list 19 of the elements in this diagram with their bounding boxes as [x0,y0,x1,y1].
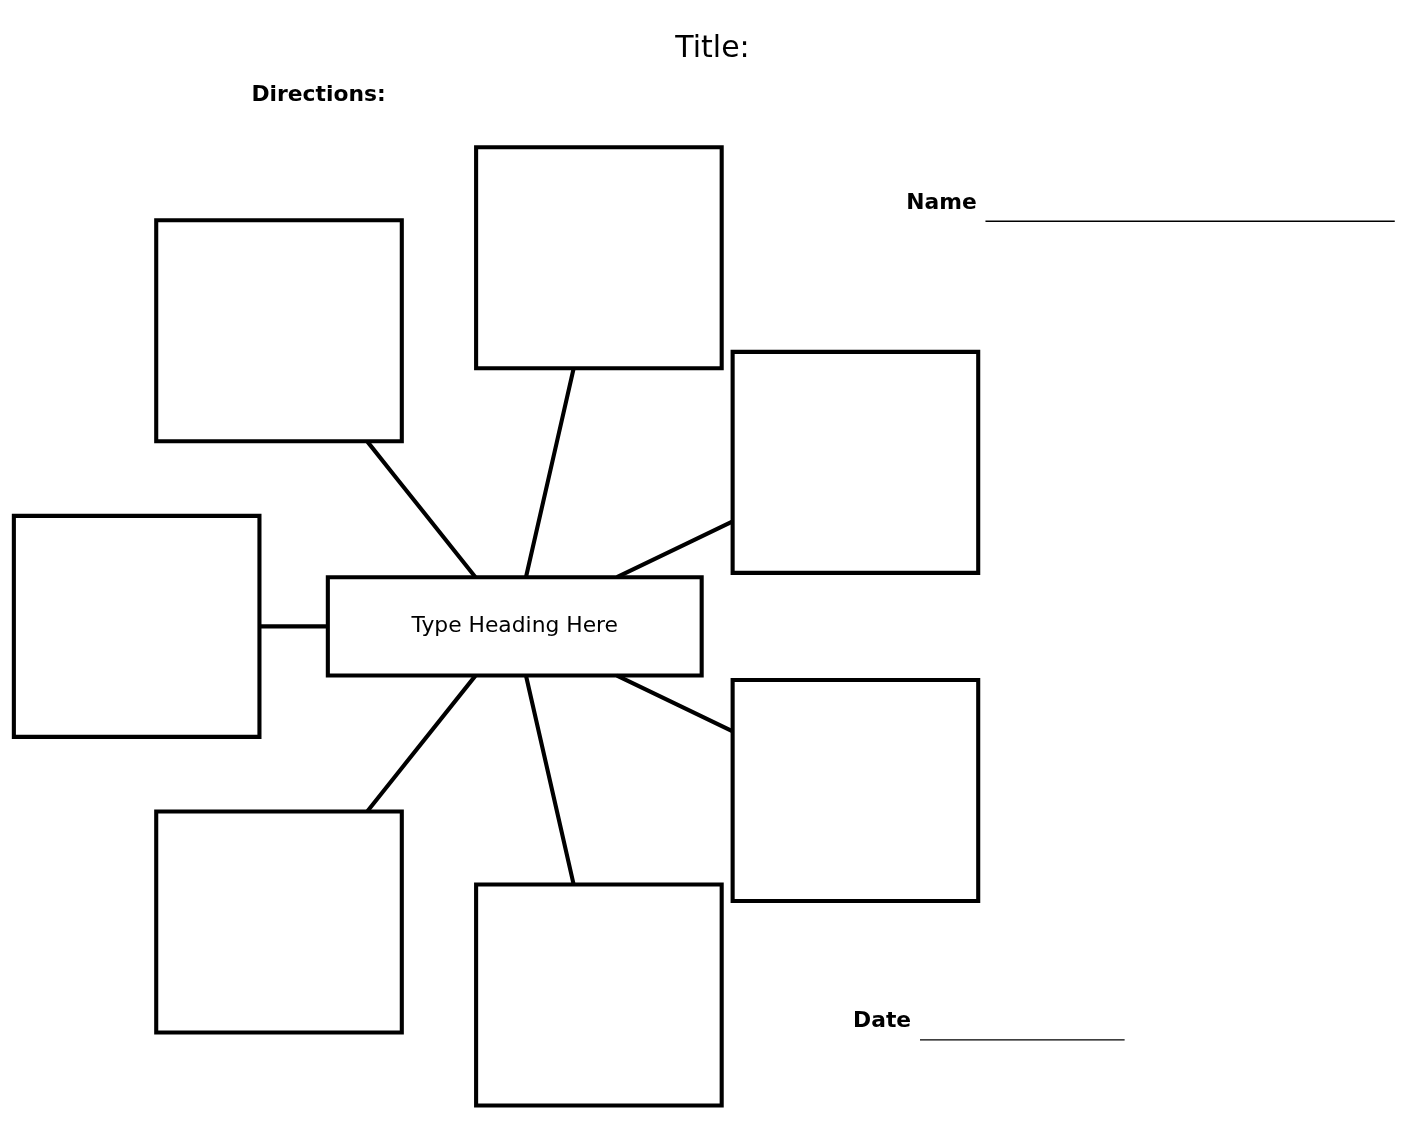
connector [616,673,734,733]
node-box [730,349,981,575]
connector [616,519,734,579]
label: Date [853,1006,912,1032]
connector [366,440,477,578]
diagram-title: Title: [675,28,750,64]
label: Name [906,188,977,214]
connector [524,367,576,578]
node-box [730,677,981,903]
node-box [474,144,724,370]
node-box [11,513,262,739]
node-box [154,217,404,443]
label: Directions: [251,80,386,106]
node-box [154,808,404,1035]
connector [366,674,477,812]
node-box [474,881,724,1108]
connector [259,623,328,628]
node-box: Type Heading Here [325,574,704,678]
connector [524,674,576,885]
